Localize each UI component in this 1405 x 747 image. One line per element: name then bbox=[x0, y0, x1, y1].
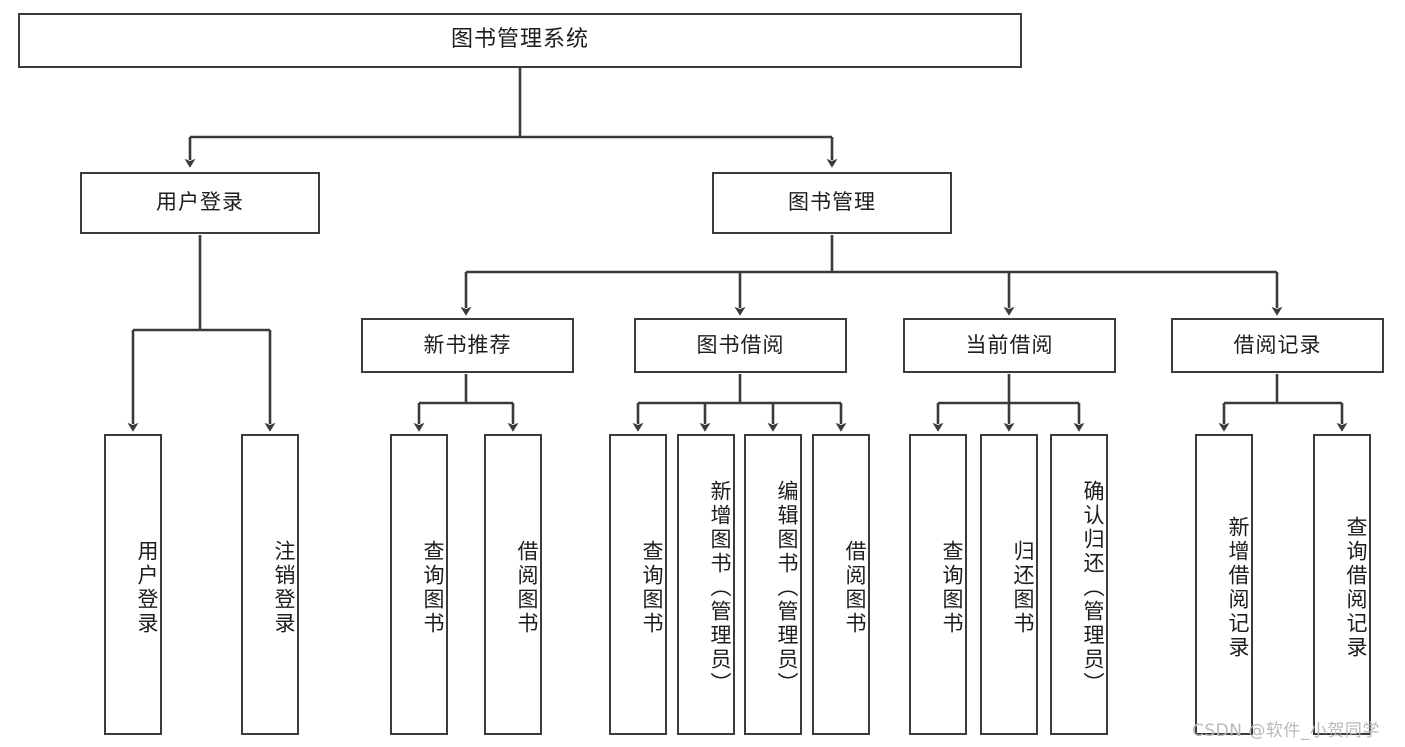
node-label: 查询借阅记录 bbox=[1344, 515, 1368, 660]
node-label: 用户登录 bbox=[156, 190, 244, 215]
leaf-new-book-borrow[interactable]: 借阅图书 bbox=[484, 434, 542, 735]
node-book-management[interactable]: 图书管理 bbox=[712, 172, 952, 234]
node-label: 归还图书 bbox=[1011, 539, 1035, 636]
node-label: 图书借阅 bbox=[696, 332, 785, 357]
leaf-record-add-borrow-record[interactable]: 新增借阅记录 bbox=[1195, 434, 1253, 735]
node-label: 图书管理 bbox=[788, 190, 876, 215]
node-user-login[interactable]: 用户登录 bbox=[80, 172, 320, 234]
node-label: 借阅图书 bbox=[843, 539, 867, 636]
node-label: 确认归还（管理员） bbox=[1081, 479, 1105, 696]
leaf-current-query-book[interactable]: 查询图书 bbox=[909, 434, 967, 735]
node-label: 查询图书 bbox=[640, 539, 664, 636]
node-label: 新书推荐 bbox=[423, 332, 512, 357]
node-book-borrow[interactable]: 图书借阅 bbox=[634, 318, 847, 373]
leaf-new-book-query[interactable]: 查询图书 bbox=[390, 434, 448, 735]
node-label: 用户登录 bbox=[135, 539, 159, 636]
node-current-borrow[interactable]: 当前借阅 bbox=[903, 318, 1116, 373]
node-label: 查询图书 bbox=[421, 539, 445, 636]
node-label: 查询图书 bbox=[940, 539, 964, 636]
node-label: 新增图书（管理员） bbox=[708, 479, 732, 696]
leaf-current-confirm-return-admin[interactable]: 确认归还（管理员） bbox=[1050, 434, 1108, 735]
node-new-book-recommend[interactable]: 新书推荐 bbox=[361, 318, 574, 373]
node-label: 借阅图书 bbox=[515, 539, 539, 636]
leaf-borrow-edit-book-admin[interactable]: 编辑图书（管理员） bbox=[744, 434, 802, 735]
leaf-borrow-borrow-book[interactable]: 借阅图书 bbox=[812, 434, 870, 735]
node-borrow-record[interactable]: 借阅记录 bbox=[1171, 318, 1384, 373]
leaf-user-login-logout[interactable]: 注销登录 bbox=[241, 434, 299, 735]
node-label: 新增借阅记录 bbox=[1226, 515, 1250, 660]
leaf-user-login-login[interactable]: 用户登录 bbox=[104, 434, 162, 735]
csdn-watermark: CSDN @软件_小贺同学 bbox=[1192, 721, 1380, 741]
node-label: 图书管理系统 bbox=[450, 27, 589, 53]
leaf-borrow-add-book-admin[interactable]: 新增图书（管理员） bbox=[677, 434, 735, 735]
node-root-book-management-system[interactable]: 图书管理系统 bbox=[18, 13, 1022, 68]
node-label: 编辑图书（管理员） bbox=[775, 479, 799, 696]
node-label: 注销登录 bbox=[272, 539, 296, 636]
node-label: 借阅记录 bbox=[1233, 332, 1322, 357]
leaf-borrow-query-book[interactable]: 查询图书 bbox=[609, 434, 667, 735]
leaf-current-return-book[interactable]: 归还图书 bbox=[980, 434, 1038, 735]
leaf-record-query-borrow-record[interactable]: 查询借阅记录 bbox=[1313, 434, 1371, 735]
node-label: 当前借阅 bbox=[965, 332, 1054, 357]
